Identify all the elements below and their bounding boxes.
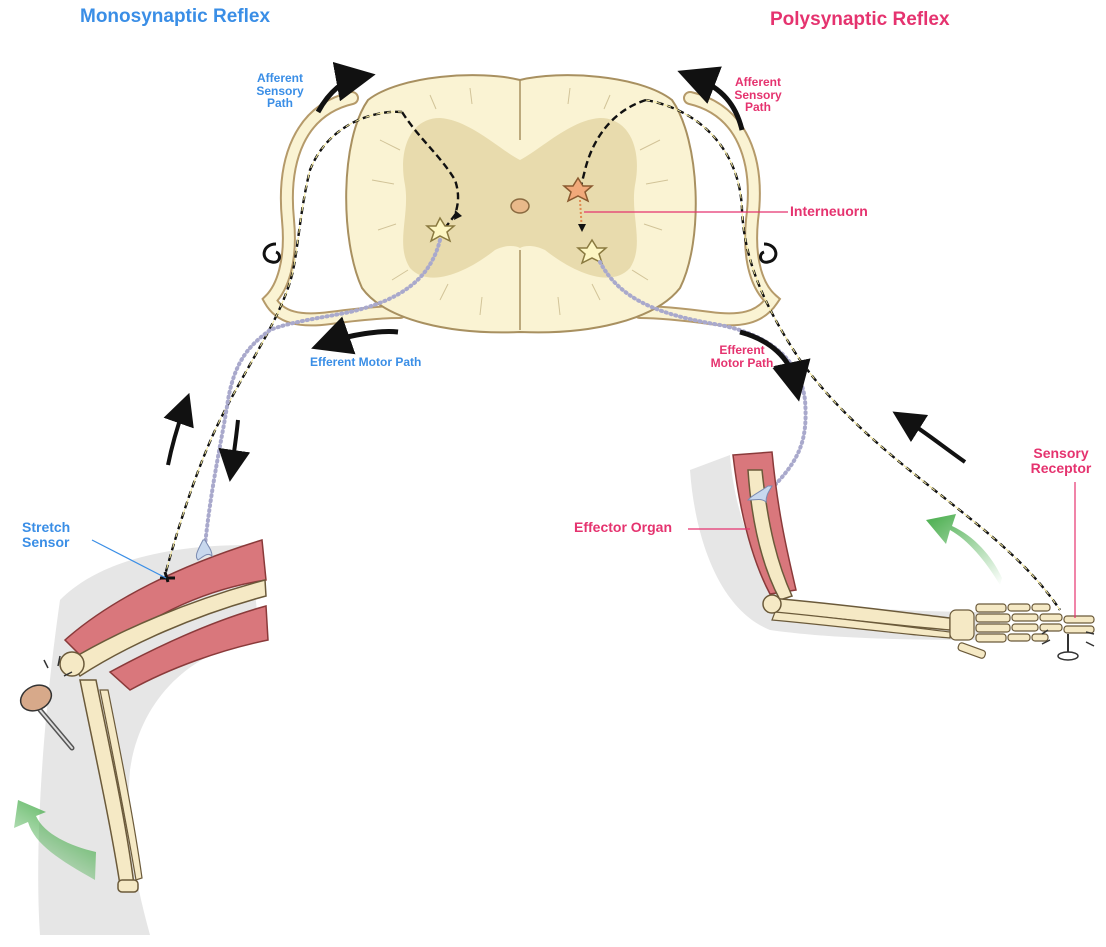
stretch-sensor-leader [91,539,167,579]
interneuron-icon [561,176,595,203]
hamstring-muscle [108,605,269,691]
femur-bone [68,579,267,678]
stretch-sensor-label: Stretch Sensor [22,519,71,550]
mono-efferent-label: Efferent Motor Path [310,355,422,369]
mono-motor-neuron-icon [424,216,457,243]
mono-efferent-arrow [311,316,399,355]
left-ganglion-icon [262,242,281,264]
monosynaptic-title: Monosynaptic Reflex [80,6,271,27]
kneecap [59,651,85,677]
mono-motor-end-plate [195,539,213,561]
white-matter-texture [371,87,669,316]
mono-afferent-label: Afferent Sensory Path [256,71,304,111]
interneuron-label: Interneuorn [790,203,868,219]
arm-green-motion-arrow-icon [926,514,1002,585]
right-ganglion-icon [759,242,778,264]
hand-bones [949,603,1095,659]
humerus-bone [747,469,794,601]
effector-organ-label: Effector Organ [574,519,673,535]
poly-efferent-arrow [739,329,811,402]
arm-shadow [690,455,1000,640]
poly-efferent-label: Efferent Motor Path [710,343,774,370]
polysynaptic-title: Polysynaptic Reflex [770,9,950,30]
poly-afferent-label: Afferent Sensory Path [734,75,782,115]
sensory-receptor-label: Sensory Receptor [1030,445,1092,476]
poly-motor-end-plate [746,485,773,504]
poly-afferent-arrow [677,66,745,131]
leg-up-arrow [163,392,194,466]
mono-afferent-arrow [315,61,376,114]
tack-icon [1041,629,1095,661]
arm-afferent-arrow [892,411,967,464]
mono-afferent-fiber [163,110,460,576]
leg-green-motion-arrow-icon [14,800,96,880]
knee-hammer-icon [19,655,75,751]
leg-down-arrow [218,419,251,482]
poly-motor-neuron-icon [575,238,609,265]
gray-matter [403,118,637,278]
central-canal [510,198,530,214]
fibula-bone [99,689,143,881]
